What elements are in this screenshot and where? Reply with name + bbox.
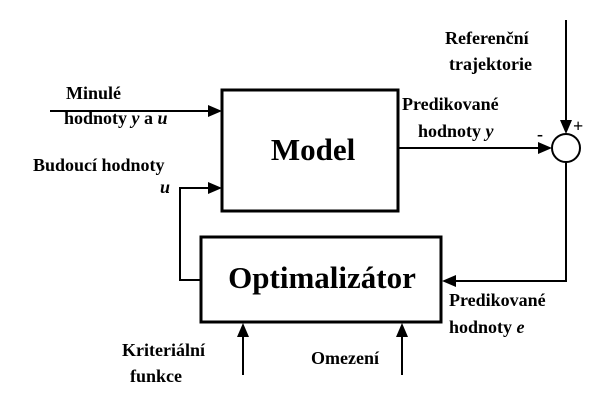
reference-arrowhead bbox=[560, 120, 572, 134]
past-values-var-u: u bbox=[158, 108, 168, 128]
optimizer-label: Optimalizátor bbox=[228, 260, 416, 295]
past-values-label-line1: Minulé bbox=[66, 83, 121, 103]
predicted-y-label-text: hodnoty bbox=[418, 121, 486, 141]
reference-label-line2: trajektorie bbox=[449, 54, 532, 74]
criterion-arrowhead bbox=[237, 323, 249, 337]
predicted-y-arrowhead bbox=[538, 142, 552, 154]
minus-sign: - bbox=[537, 124, 543, 144]
past-values-arrowhead bbox=[208, 105, 222, 117]
future-u-line bbox=[179, 187, 208, 281]
constraints-label: Omezení bbox=[311, 348, 380, 368]
model-label: Model bbox=[271, 132, 356, 167]
constraints-arrowhead bbox=[396, 323, 408, 337]
reference-label-line1: Referenční bbox=[445, 28, 530, 48]
future-u-arrowhead bbox=[208, 182, 222, 194]
criterion-label-line1: Kriteriální bbox=[122, 340, 206, 360]
plus-sign: + bbox=[573, 116, 583, 136]
future-values-label: Budoucí hodnoty bbox=[33, 155, 165, 175]
error-feedback-line bbox=[455, 162, 567, 282]
optimizer-block bbox=[199, 235, 443, 324]
model-block bbox=[220, 88, 400, 213]
past-values-label-mid: a bbox=[140, 108, 158, 128]
predicted-e-var: e bbox=[517, 317, 525, 337]
past-values-label-text: hodnoty bbox=[64, 108, 132, 128]
criterion-label-line2: funkce bbox=[130, 366, 182, 386]
predicted-y-label-line1: Predikované bbox=[402, 94, 499, 114]
predicted-e-label-line1: Predikované bbox=[449, 290, 546, 310]
predicted-y-label-line2: hodnoty y bbox=[418, 121, 495, 141]
future-values-var-u: u bbox=[160, 177, 170, 197]
past-values-var-y: y bbox=[130, 108, 141, 128]
error-feedback-arrowhead bbox=[442, 275, 456, 287]
summing-junction bbox=[551, 133, 581, 163]
predicted-e-label-line2: hodnoty e bbox=[449, 317, 525, 337]
predicted-e-label-text: hodnoty bbox=[449, 317, 517, 337]
predicted-y-var: y bbox=[484, 121, 495, 141]
past-values-label-line2: hodnoty y a u bbox=[64, 108, 168, 128]
